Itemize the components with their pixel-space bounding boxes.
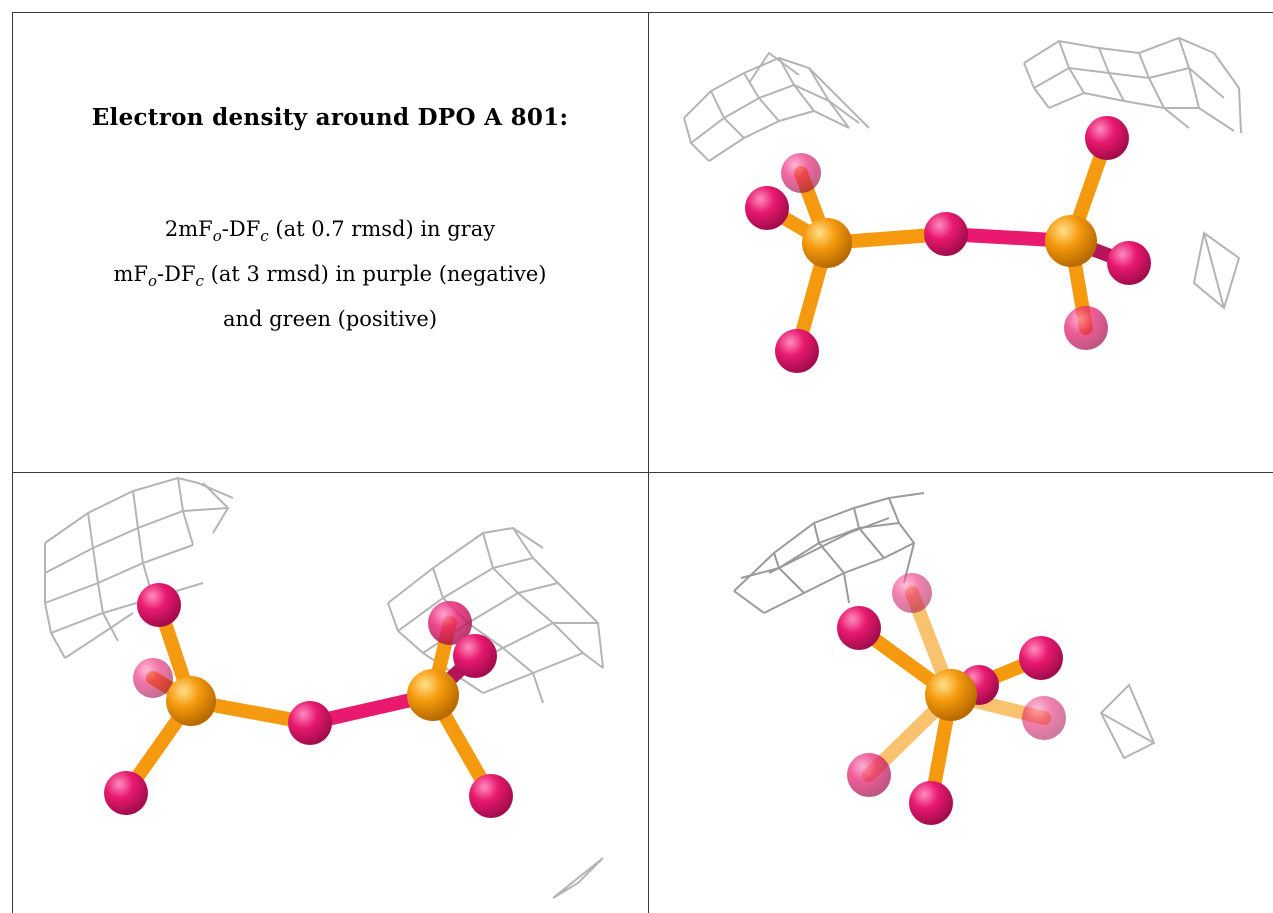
atoms [837,573,1066,825]
density-mesh [733,492,925,614]
view-top-right [649,13,1273,472]
caption-body: 2mFo-DFc (at 0.7 rmsd) in gray mFo-DFc (… [12,210,648,338]
caption-line-color: and green (positive) [222,307,438,332]
border-top [12,12,1273,13]
view-bottom-left [13,473,648,913]
density-mesh [683,51,870,162]
caption-title: Electron density around DPO A 801: [91,104,569,131]
atoms [104,583,513,818]
density-mesh [44,476,234,659]
atoms [745,116,1151,373]
caption-cell: Electron density around DPO A 801: 2mFo-… [12,12,648,472]
view-bottom-right [649,473,1273,913]
border-center [648,12,649,913]
density-mesh [1099,683,1156,760]
caption-line-mfo: mFo-DFc (at 3 rmsd) in purple (negative) [113,262,547,291]
caption-line-2mfo: 2mFo-DFc (at 0.7 rmsd) in gray [164,217,496,246]
molecule-view-2 [44,476,604,899]
molecule-view-3 [733,492,1156,825]
border-left [12,12,13,913]
density-mesh [1192,231,1241,310]
molecule-view-1 [683,36,1242,373]
density-mesh [552,857,604,899]
border-middle [12,472,1273,473]
density-mesh [1023,36,1242,134]
